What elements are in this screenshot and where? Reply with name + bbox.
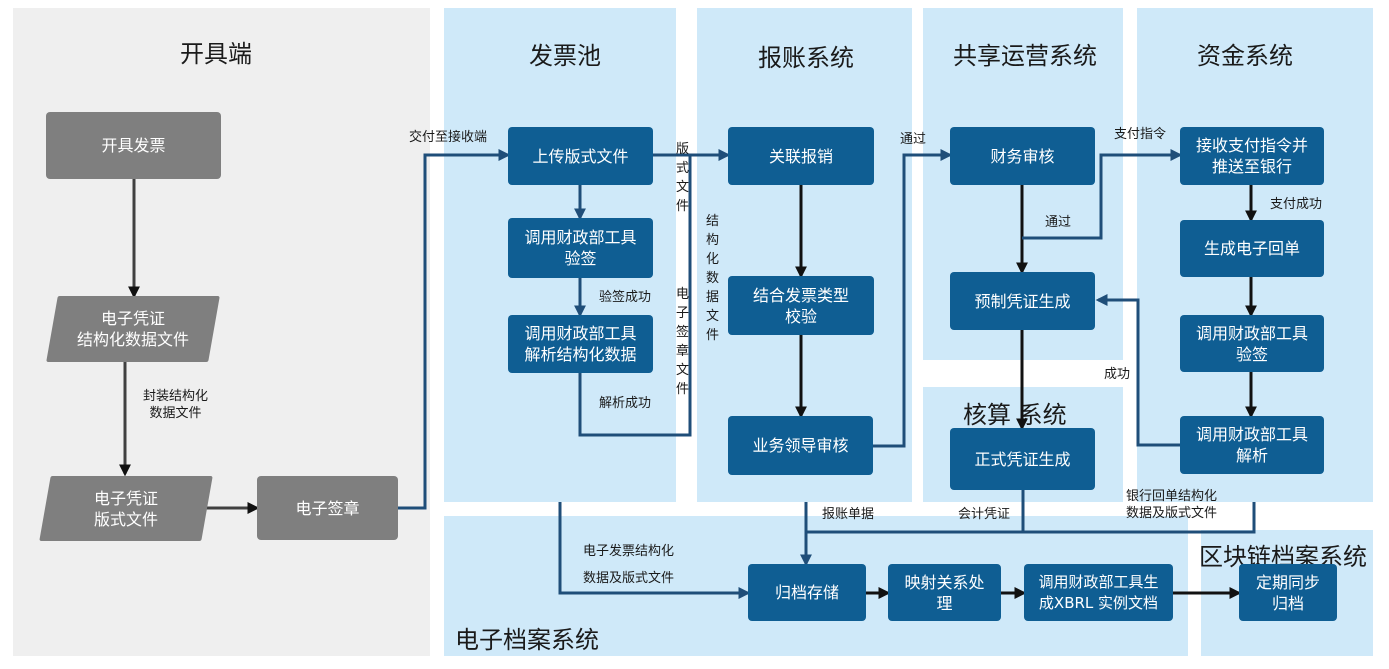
label-layout-file-vertical: 版式文件 — [676, 142, 690, 214]
label-bank-receipt: 银行回单结构化 数据及版式文件 — [1126, 489, 1218, 521]
invoice-pool-title: 发票池 — [529, 42, 601, 70]
label-deliver: 交付至接收端 — [409, 130, 488, 145]
label-package-structured: 封装结构化 数据文件 — [143, 389, 209, 421]
label-pay-instruction: 支付指令 — [1114, 127, 1167, 142]
node-fund-parse: 调用财政部工具 解析 — [1180, 416, 1324, 474]
shared-ops-title: 共享运营系统 — [953, 42, 1097, 70]
node-gen-xbrl: 调用财政部工具生 成XBRL 实例文档 — [1024, 564, 1173, 621]
node-layout-file-label: 电子凭证 版式文件 — [93, 488, 158, 529]
node-link-reimburse: 关联报销 — [728, 127, 874, 185]
accounting-title: 核算 系统 — [963, 401, 1067, 429]
node-parse-structured: 调用财政部工具 解析结构化数据 — [508, 315, 653, 373]
node-formal-voucher: 正式凭证生成 — [950, 428, 1095, 490]
node-combine-check: 结合发票类型 校验 — [728, 276, 874, 335]
node-mapping: 映射关系处 理 — [888, 564, 1001, 621]
label-passed-mid: 通过 — [1045, 215, 1072, 230]
node-finance-review: 财务审核 — [950, 127, 1095, 185]
label-structured-vertical: 结构化数据文件 — [706, 214, 720, 343]
label-invoice-structured: 电子发票结构化 — [583, 544, 675, 559]
node-gen-receipt: 生成电子回单 — [1180, 220, 1324, 277]
reimburse-title: 报账系统 — [758, 44, 854, 72]
issuer-title: 开具端 — [180, 40, 252, 68]
funds-title: 资金系统 — [1197, 42, 1293, 70]
node-e-signature: 电子签章 — [257, 476, 398, 540]
label-reimburse-doc: 报账单据 — [822, 507, 875, 522]
node-sync-archive: 定期同步 归档 — [1239, 564, 1337, 621]
label-accounting-voucher: 会计凭证 — [958, 507, 1011, 522]
label-parse-ok: 解析成功 — [599, 396, 652, 411]
node-receive-payment: 接收支付指令并 推送至银行 — [1180, 127, 1324, 185]
node-issue-invoice: 开具发票 — [46, 112, 221, 179]
node-fund-verify-sign: 调用财政部工具 验签 — [1180, 315, 1324, 372]
node-layout-file: 电子凭证 版式文件 — [39, 476, 213, 541]
label-invoice-layout: 数据及版式文件 — [583, 571, 675, 586]
label-e-sign-file-vertical: 电子签章文件 — [676, 287, 690, 397]
label-success: 成功 — [1104, 367, 1131, 382]
node-upload-layout: 上传版式文件 — [508, 127, 653, 185]
node-leader-review: 业务领导审核 — [728, 416, 873, 475]
archive-title: 电子档案系统 — [455, 626, 599, 654]
label-passed-top: 通过 — [900, 132, 927, 147]
label-pay-success: 支付成功 — [1270, 197, 1323, 212]
node-verify-sign: 调用财政部工具 验签 — [508, 218, 653, 278]
node-pre-voucher: 预制凭证生成 — [950, 272, 1095, 330]
node-archive-store: 归档存储 — [748, 564, 866, 621]
node-structured-file: 电子凭证 结构化数据文件 — [46, 296, 220, 362]
label-verify-ok: 验签成功 — [599, 290, 652, 305]
node-structured-file-label: 电子凭证 结构化数据文件 — [76, 309, 189, 349]
